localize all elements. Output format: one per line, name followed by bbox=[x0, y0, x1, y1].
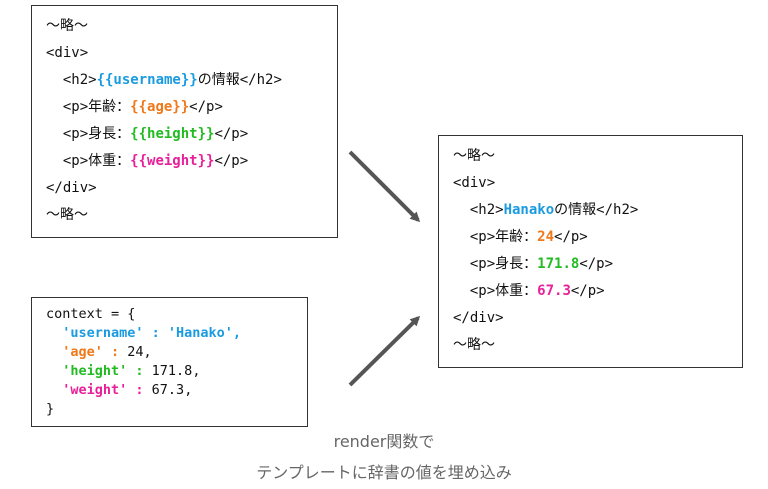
output-line-age: <p>年齢：24</p> bbox=[453, 229, 588, 245]
output-line-div-open: <div> bbox=[453, 175, 496, 191]
template-line-height: <p>身長：{{height}}</p> bbox=[46, 126, 249, 142]
context-weight: 'weight' : 67.3, bbox=[46, 382, 193, 398]
output-val-username: Hanako bbox=[503, 202, 555, 218]
context-username: 'username' : 'Hanako', bbox=[46, 325, 242, 341]
output-val-age: 24 bbox=[537, 229, 555, 245]
caption-line-1: render関数で bbox=[333, 432, 435, 451]
template-line-omitted-top: 〜略〜 bbox=[46, 18, 88, 34]
template-line-age: <p>年齢：{{age}}</p> bbox=[46, 99, 223, 115]
template-var-username: {{username}} bbox=[96, 72, 198, 88]
arrow-context-to-output bbox=[348, 315, 421, 387]
arrow-template-to-output bbox=[348, 150, 421, 223]
context-age: 'age' : 24, bbox=[46, 344, 152, 360]
template-var-weight: {{weight}} bbox=[130, 153, 215, 169]
template-line-div-open: <div> bbox=[46, 45, 89, 61]
context-open: context = { bbox=[46, 306, 136, 322]
output-val-weight: 67.3 bbox=[537, 283, 571, 299]
caption-line-2: テンプレートに辞書の値を埋め込み bbox=[256, 463, 512, 482]
template-var-height: {{height}} bbox=[130, 126, 215, 142]
output-code-box: 〜略〜 <div> <h2>Hanakoの情報</h2> <p>年齢：24</p… bbox=[438, 135, 743, 368]
template-var-age: {{age}} bbox=[130, 99, 190, 115]
output-line-omitted-top: 〜略〜 bbox=[453, 148, 495, 164]
output-line-weight: <p>体重：67.3</p> bbox=[453, 283, 605, 299]
template-line-weight: <p>体重：{{weight}}</p> bbox=[46, 153, 249, 169]
output-line-height: <p>身長：171.8</p> bbox=[453, 256, 614, 272]
output-line-div-close: </div> bbox=[453, 310, 504, 326]
template-line-h2: <h2>{{username}}の情報</h2> bbox=[46, 72, 282, 88]
output-val-height: 171.8 bbox=[537, 256, 580, 272]
template-line-omitted-bottom: 〜略〜 bbox=[46, 207, 88, 223]
output-line-h2: <h2>Hanakoの情報</h2> bbox=[453, 202, 639, 218]
context-close: } bbox=[46, 401, 55, 417]
template-code-box: 〜略〜 <div> <h2>{{username}}の情報</h2> <p>年齢… bbox=[31, 5, 338, 238]
output-line-omitted-bottom: 〜略〜 bbox=[453, 337, 495, 353]
context-code-box: context = { 'username' : 'Hanako', 'age'… bbox=[31, 297, 308, 427]
template-line-div-close: </div> bbox=[46, 180, 97, 196]
context-height: 'height' : 171.8, bbox=[46, 363, 201, 379]
